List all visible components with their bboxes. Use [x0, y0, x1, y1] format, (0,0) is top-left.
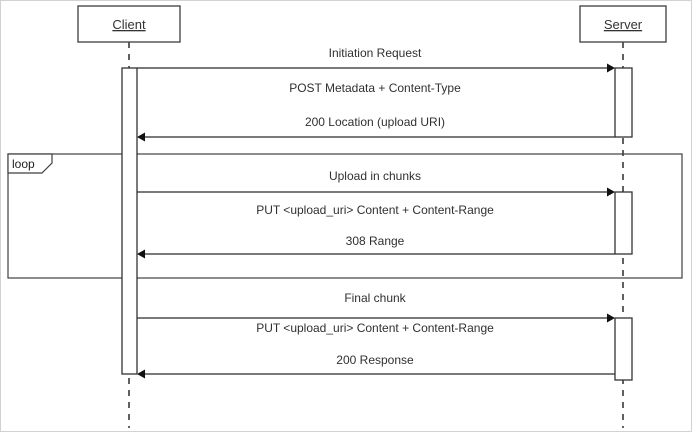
activation-bar-server-2 — [614, 191, 633, 255]
msg-initiation-request[interactable]: Initiation Request — [329, 46, 422, 60]
msg-308-range-label: 308 Range — [346, 234, 405, 248]
msg-post-metadata-label: POST Metadata + Content-Type — [289, 81, 461, 95]
msg-post-metadata[interactable]: POST Metadata + Content-Type — [137, 63, 615, 96]
activations-layer — [121, 67, 633, 381]
participant-box-client[interactable] — [77, 5, 181, 43]
participant-label-server: Server — [604, 17, 643, 32]
msg-initiation-request-label: Initiation Request — [329, 46, 422, 60]
msg-upload-in-chunks-label: Upload in chunks — [329, 169, 421, 183]
msg-upload-in-chunks[interactable]: Upload in chunks — [329, 169, 421, 183]
activation-bar-server-3 — [614, 317, 633, 381]
fragment-loop[interactable]: loop — [7, 153, 683, 279]
fragments-layer: loop — [7, 153, 683, 279]
msg-final-chunk-label: Final chunk — [344, 291, 406, 305]
msg-post-metadata-arrowhead — [607, 63, 615, 73]
msg-200-response-arrowhead — [137, 369, 145, 379]
participant-box-server[interactable] — [579, 5, 667, 43]
msg-put-final-chunk[interactable]: PUT <upload_uri> Content + Content-Range — [137, 313, 615, 336]
participant-server[interactable]: Server — [579, 5, 667, 43]
msg-200-location-arrowhead — [137, 132, 145, 142]
fragment-tag-label-loop: loop — [12, 157, 35, 171]
msg-put-final-chunk-arrowhead — [607, 313, 615, 323]
msg-put-chunk[interactable]: PUT <upload_uri> Content + Content-Range — [137, 187, 615, 218]
participant-client[interactable]: Client — [77, 5, 181, 43]
fragment-tag-loop — [7, 153, 53, 174]
msg-200-response-label: 200 Response — [336, 353, 414, 367]
msg-200-response[interactable]: 200 Response — [137, 353, 615, 379]
msg-final-chunk[interactable]: Final chunk — [344, 291, 406, 305]
msg-200-location[interactable]: 200 Location (upload URI) — [137, 115, 615, 142]
msg-put-chunk-label: PUT <upload_uri> Content + Content-Range — [256, 203, 494, 217]
msg-put-final-chunk-label: PUT <upload_uri> Content + Content-Range — [256, 321, 494, 335]
msg-308-range[interactable]: 308 Range — [137, 234, 615, 259]
activation-bar-server-1 — [614, 67, 633, 138]
msg-308-range-arrowhead — [137, 249, 145, 259]
msg-200-location-label: 200 Location (upload URI) — [305, 115, 445, 129]
participants-layer: Client Server — [77, 5, 667, 43]
participant-label-client: Client — [112, 17, 146, 32]
activation-bar-client-0 — [121, 67, 138, 375]
fragment-box-loop[interactable] — [7, 153, 683, 279]
msg-put-chunk-arrowhead — [607, 187, 615, 197]
